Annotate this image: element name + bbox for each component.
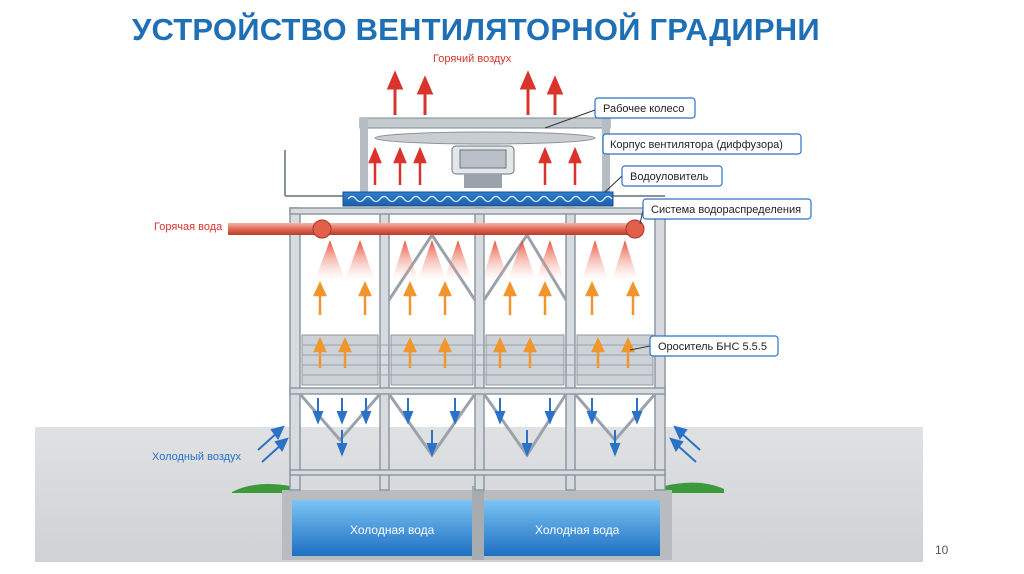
callout-diffuser: Корпус вентилятора (диффузора) [602, 133, 802, 155]
cold-air-arrows [257, 425, 701, 463]
fill-packs [301, 334, 654, 386]
svg-text:Рабочее колесо: Рабочее колесо [603, 103, 684, 115]
hot-air-label: Горячий воздух [433, 53, 512, 65]
callout-eliminator: Водоуловитель [621, 165, 723, 187]
water-sprays [315, 240, 638, 280]
svg-text:Ороситель БНС 5.5.5: Ороситель БНС 5.5.5 [658, 341, 767, 353]
hot-air-arrows-inner [368, 146, 582, 185]
fan-impeller [374, 131, 596, 188]
callout-distribution: Система водораспределения [642, 198, 812, 220]
cold-air-label: Холодный воздух [152, 451, 242, 463]
svg-text:Корпус вентилятора (диффузора): Корпус вентилятора (диффузора) [610, 139, 783, 151]
page-number: 10 [935, 543, 949, 557]
hot-air-arrows [386, 70, 564, 115]
callout-fill: Ороситель БНС 5.5.5 [649, 335, 779, 357]
cold-water-basin [282, 486, 672, 560]
drift-eliminator [342, 191, 614, 207]
fan-diffuser [284, 117, 665, 197]
svg-text:Система водораспределения: Система водораспределения [651, 204, 801, 216]
hot-water-label: Горячая вода [154, 221, 223, 233]
cold-water-label-right: Холодная вода [535, 523, 620, 537]
hot-water-pipe [228, 219, 645, 239]
page-title: УСТРОЙСТВО ВЕНТИЛЯТОРНОЙ ГРАДИРНИ [132, 12, 820, 47]
svg-text:Водоуловитель: Водоуловитель [630, 171, 709, 183]
cold-water-drops [312, 398, 643, 457]
cold-water-label-left: Холодная вода [350, 523, 435, 537]
warm-air-arrows [313, 280, 640, 368]
grass-left [232, 484, 290, 493]
callout-impeller: Рабочее колесо [594, 97, 696, 119]
grass-right [664, 482, 724, 493]
